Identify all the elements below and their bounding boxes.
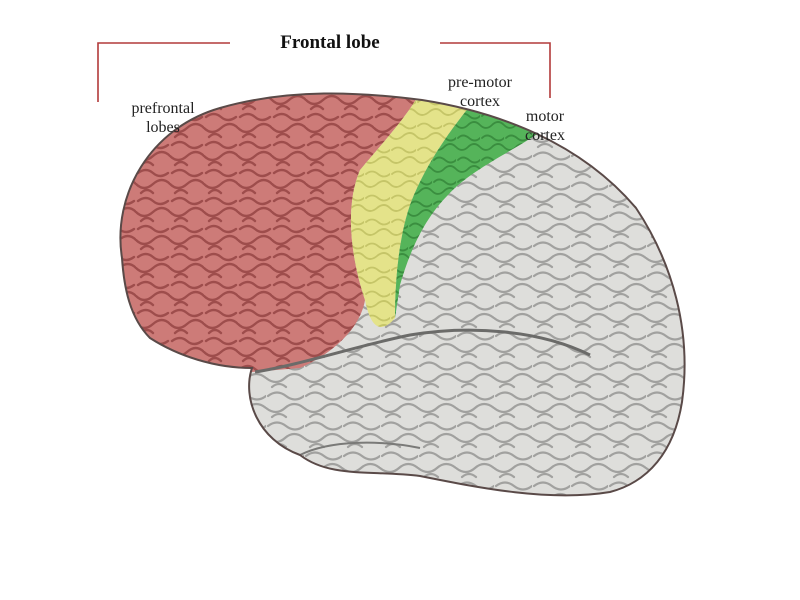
diagram-title: Frontal lobe: [280, 32, 380, 53]
label-motor-cortex: motor cortex: [525, 108, 565, 144]
label-prefrontal-lobes: prefrontal lobes: [131, 100, 195, 136]
lateral-sulcus: [254, 328, 591, 374]
label-premotor-cortex: pre-motor cortex: [448, 74, 512, 110]
brain-outline: [119, 92, 686, 497]
title-bracket-right: [440, 42, 551, 98]
title-bracket-left: [97, 42, 230, 102]
